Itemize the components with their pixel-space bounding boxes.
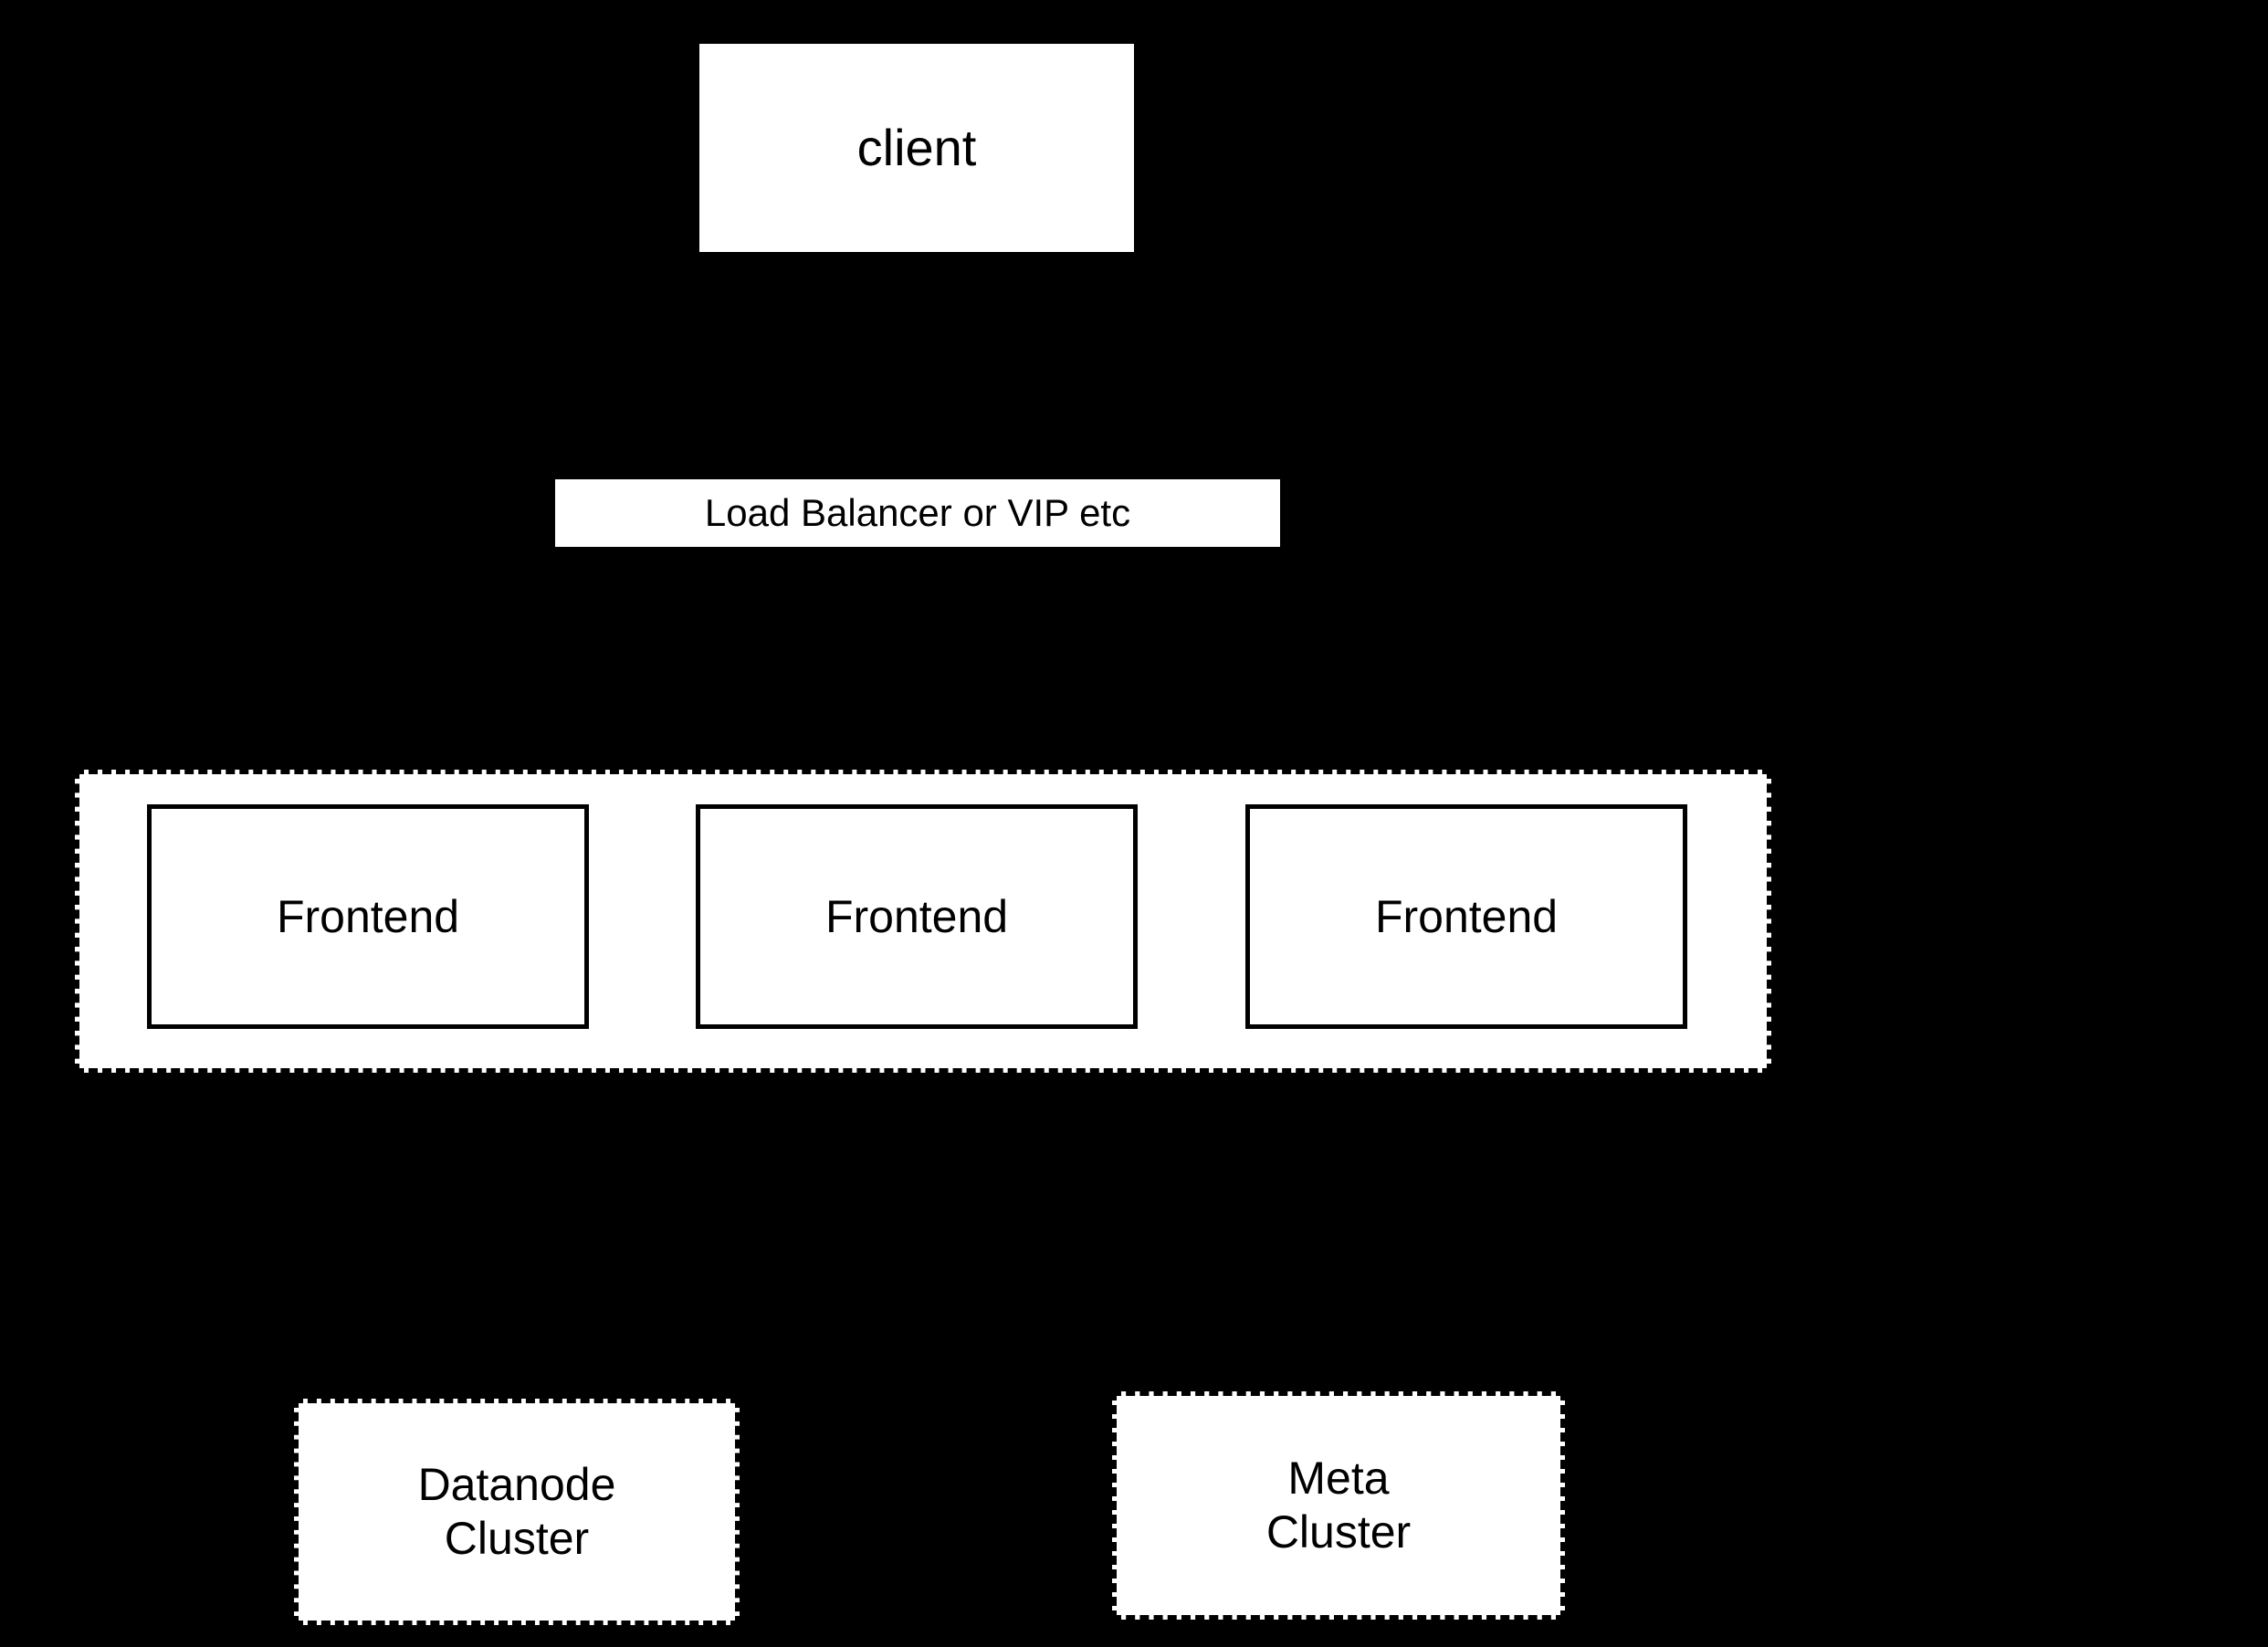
node-meta-cluster[interactable]: Meta Cluster [1112, 1391, 1565, 1620]
node-frontend-1[interactable]: Frontend [147, 804, 589, 1029]
node-load-balancer[interactable]: Load Balancer or VIP etc [555, 479, 1280, 547]
node-client[interactable]: client [699, 44, 1134, 252]
node-frontend-3[interactable]: Frontend [1245, 804, 1687, 1029]
node-frontend-2[interactable]: Frontend [696, 804, 1138, 1029]
node-datanode-cluster[interactable]: Datanode Cluster [294, 1399, 740, 1625]
